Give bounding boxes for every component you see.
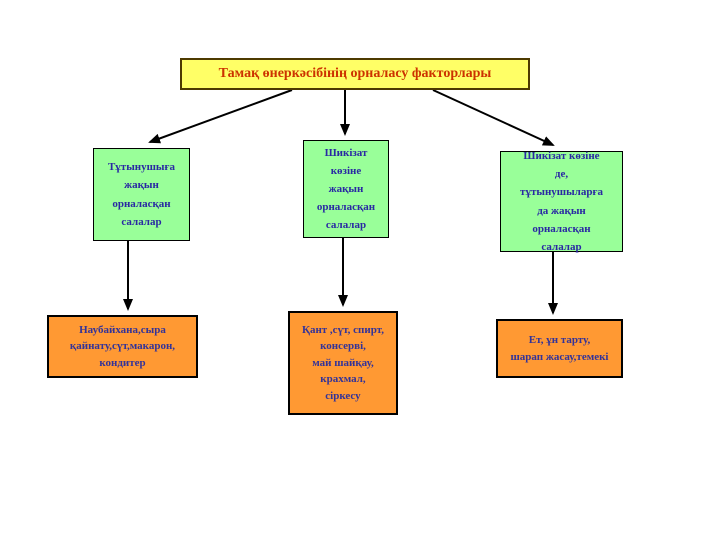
arrow-title-to-consumer-factor [148,89,293,144]
factor-box-raw-material-proximity: Шикізат көзіне жақын орналасқан салалар [303,140,389,238]
factor-box-both-proximity: Шикізат көзіне де, тұтынушыларға да жақы… [500,150,623,253]
factor-box-consumer-proximity: Тұтынушыға жақын орналасқан салалар [93,148,190,241]
arrow-title-to-both-factor [432,89,555,146]
diagram-title: Тамақ өнеркәсібінің орналасу факторлары [180,58,530,90]
industry-box-both-oriented: Ет, ұн тарту, шарап жасау,темекі [496,319,623,378]
industry-box-raw-material-oriented: Қант ,сүт, спирт, консерві, май шайқау, … [288,311,398,415]
industry-box-consumer-oriented: Наубайхана,сыра қайнату,сүт,макарон, кон… [47,315,198,378]
